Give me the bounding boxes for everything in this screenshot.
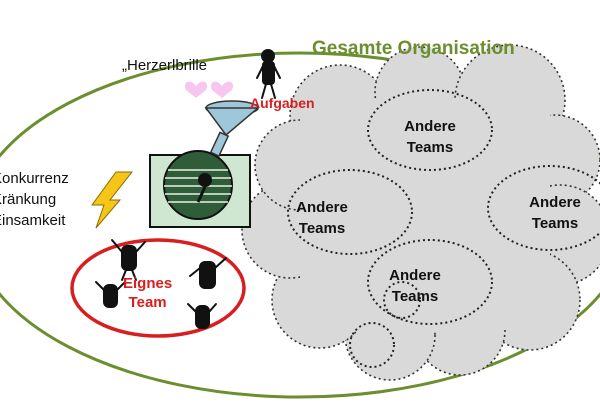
other-teams-cloud [241, 44, 600, 381]
own-team-ellipse [70, 238, 246, 338]
other-team-label-2: Andere Teams [277, 197, 367, 239]
lightning-icon [91, 171, 134, 229]
organisation-ellipse [0, 51, 600, 399]
other-team-2-line-2: Teams [298, 220, 346, 237]
other-team-1-line-1: Andere [404, 118, 456, 135]
hearts-icon [184, 81, 234, 98]
team-ellipse-2 [287, 169, 413, 255]
other-team-4-line-2: Teams [391, 288, 439, 305]
hamster-wheel-picture [149, 150, 251, 228]
small-team-circle-2 [383, 281, 421, 319]
other-team-4-line-1: Andere [389, 267, 441, 284]
other-team-label-4: Andere Teams [370, 265, 460, 307]
other-team-1-line-2: Teams [406, 139, 454, 156]
diagram-title: Gesamte Organisation [312, 38, 515, 59]
other-team-2-line-1: Andere [296, 199, 348, 216]
own-team-line-1: Eignes [123, 275, 173, 292]
other-team-3-line-2: Teams [531, 215, 579, 232]
own-team-label: Eignes Team [123, 274, 172, 312]
other-team-label-1: Andere Teams [385, 116, 475, 158]
herzerlbrille-label: „Herzerlbrille [122, 57, 208, 74]
conflict-label-3: Einsamkeit [0, 212, 66, 229]
small-team-circle-1 [349, 322, 395, 368]
other-team-3-line-1: Andere [529, 194, 581, 211]
team-ellipse-4 [367, 239, 493, 325]
funnel-icon [204, 100, 261, 158]
conflict-label-2: Kränkung [0, 191, 57, 208]
aufgaben-label: Aufgaben [250, 95, 315, 111]
own-team-figures [95, 239, 227, 329]
other-team-label-3: Andere Teams [510, 192, 600, 234]
team-ellipse-1 [367, 89, 493, 171]
conflict-label-1: Konkurrenz [0, 170, 69, 187]
own-team-line-2: Team [128, 294, 167, 311]
team-ellipse-3 [487, 165, 600, 251]
standing-figure [256, 49, 281, 99]
